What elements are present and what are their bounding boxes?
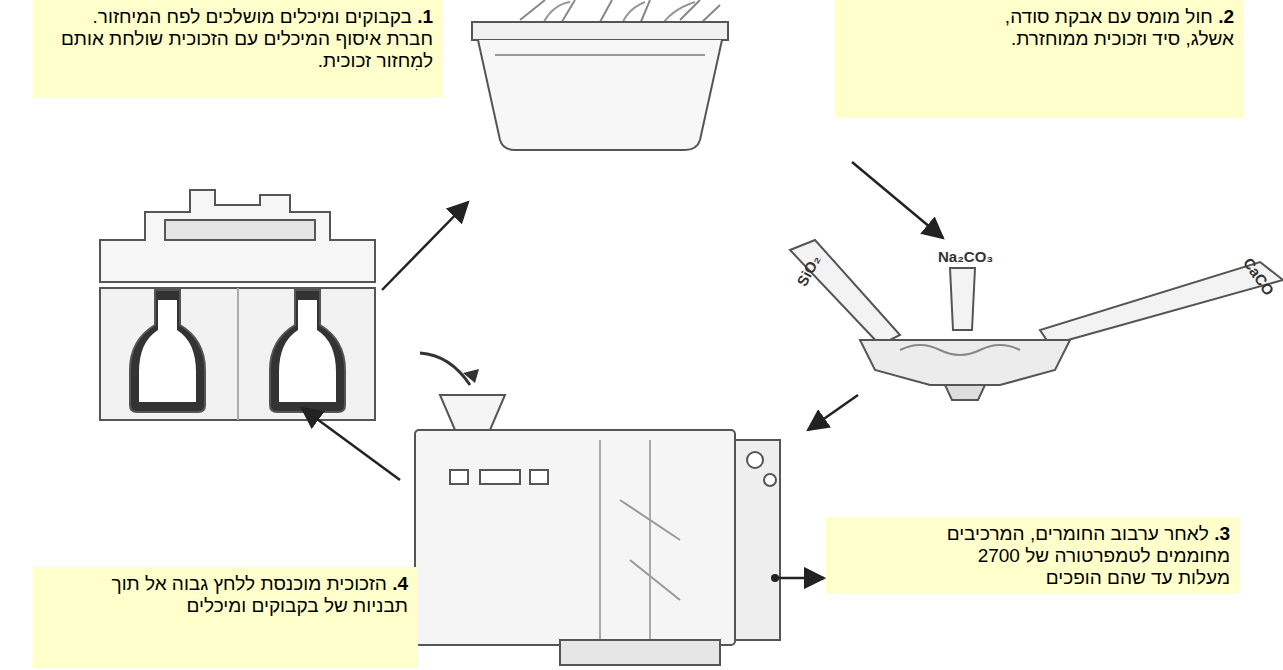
caption-box: 1. בקבוקים ומיכלים מושלכים לפח המיחזור.ח…: [33, 0, 443, 97]
caption-box: 3. לאחר ערבוב החומרים, המרכיבים מחוממים …: [826, 517, 1240, 593]
recycling-bin: [472, 0, 728, 150]
step-text: 3. לאחר ערבוב החומרים, המרכיבים מחוממים …: [921, 523, 1230, 589]
step-text: 1. בקבוקים ומיכלים מושלכים לפח המיחזור.: [41, 6, 433, 28]
step-note: חברת איסוף המיכלים עם הזכוכית שולחת אותם…: [41, 28, 433, 72]
cycle-arrow: [302, 162, 943, 578]
step-text: 2. חול מומס עם אבקת סודה, אשלג, סיד וזכו…: [975, 6, 1234, 50]
bottle-mold: [100, 190, 375, 420]
pointer-dot: [771, 574, 779, 582]
mixing-funnel: [790, 240, 1283, 400]
caption-box: 2. חול מומס עם אבקת סודה, אשלג, סיד וזכו…: [835, 0, 1244, 118]
caption-box: 4. הזכוכית מוכנסת ללחץ גבוה אל תוך תבניו…: [33, 567, 418, 668]
chemical-label: Na₂CO₃: [938, 248, 993, 265]
step-text: 4. הזכוכית מוכנסת ללחץ גבוה אל תוך תבניו…: [78, 573, 408, 617]
press-machine: [415, 353, 780, 665]
